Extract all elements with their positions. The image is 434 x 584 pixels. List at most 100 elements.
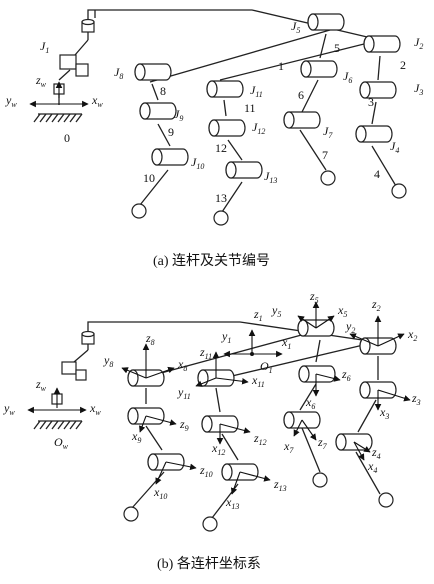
joint-j11: [206, 80, 244, 98]
label-link-4: 4: [374, 167, 380, 181]
label-joint-J2: J2: [414, 35, 423, 51]
label-frame-z12: z12: [253, 431, 267, 447]
label-frame-y11: y11: [177, 385, 191, 401]
label-link-9: 9: [168, 125, 174, 139]
ground-hatch-b: [33, 420, 83, 430]
label-frame-z5: z5: [309, 289, 319, 305]
label-frame-x12: x12: [211, 441, 225, 457]
joint-j9: [139, 102, 177, 120]
label-link-2: 2: [400, 58, 406, 72]
label-frame-x1: x1: [281, 335, 291, 351]
base-box-1: [59, 54, 77, 70]
label-joint-J13: J13: [264, 169, 277, 185]
frame-axes-b: [121, 301, 411, 495]
label-frame-z1: z1: [253, 307, 263, 323]
base-joint-cap: [81, 18, 95, 26]
label-o1: O1: [260, 359, 273, 375]
joint-j13: [225, 161, 263, 179]
label-xw-a: xw: [91, 93, 103, 109]
joint-j3: [359, 81, 397, 99]
label-link-11: 11: [244, 101, 256, 115]
legs-links-b: [131, 339, 381, 519]
label-frame-z9: z9: [179, 417, 189, 433]
label-link-13: 13: [215, 191, 227, 205]
label-joint-J11: J11: [250, 83, 263, 99]
label-frame-z13: z13: [273, 477, 287, 493]
label-yw-a: yw: [5, 93, 17, 109]
joint-j10: [151, 148, 189, 166]
label-frame-y8: y8: [103, 353, 113, 369]
base-box-1-b: [61, 361, 77, 375]
link-1-rear-b: [214, 341, 377, 381]
label-frame-x9: x9: [131, 429, 141, 445]
label-joint-J4: J4: [390, 139, 399, 155]
label-joint-J8: J8: [114, 65, 123, 81]
caption-b: (b) 各连杆坐标系: [157, 556, 261, 572]
label-frame-z8: z8: [145, 331, 155, 347]
label-joint-J7: J7: [323, 124, 333, 140]
label-joint-J12: J12: [252, 120, 265, 136]
panel-b: [27, 301, 411, 532]
label-joint-J9: J9: [174, 107, 183, 123]
label-joint-J6: J6: [343, 69, 352, 85]
ground-hatch: [33, 113, 83, 123]
label-frame-x11: x11: [251, 373, 265, 389]
joint-j2: [363, 35, 401, 53]
joint-j8: [134, 63, 172, 81]
label-zw-a: zw: [35, 73, 47, 89]
label-frame-z4: z4: [371, 445, 381, 461]
label-link-8: 8: [160, 84, 166, 98]
caption-a: (a) 连杆及关节编号: [153, 253, 270, 269]
label-j1: J1: [40, 39, 49, 55]
label-frame-x10: x10: [153, 485, 167, 501]
label-joint-J10: J10: [191, 155, 204, 171]
foot-leg3-b: [123, 506, 139, 522]
foot-leg2-b: [378, 492, 394, 508]
base-joint-cap-b: [81, 330, 95, 338]
label-link-6: 6: [298, 88, 304, 102]
label-frame-x4: x4: [367, 459, 377, 475]
label-frame-z2: z2: [371, 297, 381, 313]
label-joint-J5: J5: [291, 19, 300, 35]
foot-leg1-a: [320, 170, 336, 186]
joint-j4: [355, 125, 393, 143]
panel-a: [29, 9, 407, 226]
label-frame-x5: x5: [337, 303, 347, 319]
joint-j6: [300, 60, 338, 78]
label-xw-b: xw: [89, 401, 101, 417]
link-1-rear: [219, 39, 381, 81]
base-box-2: [75, 63, 89, 77]
legs-links-a: [139, 33, 397, 213]
label-zw-b: zw: [35, 377, 47, 393]
foot-leg4-b: [202, 516, 218, 532]
foot-leg4-a: [213, 210, 229, 226]
label-frame-x7: x7: [283, 439, 294, 455]
base-box-2-b: [75, 369, 87, 381]
label-frame-y1: y1: [221, 329, 231, 345]
label-link-3: 3: [368, 95, 374, 109]
label-frame-z10: z10: [199, 463, 213, 479]
label-frame-y5: y5: [271, 303, 281, 319]
label-link-12: 12: [215, 141, 227, 155]
label-frame-z7: z7: [317, 435, 328, 451]
label-frame-y2: y2: [345, 319, 355, 335]
foot-leg2-a: [391, 183, 407, 199]
label-frame-z3: z3: [411, 391, 421, 407]
label-link-10: 10: [143, 171, 155, 185]
label-yw-b: yw: [3, 401, 15, 417]
foot-leg1-b: [312, 472, 328, 488]
label-frame-x3: x3: [379, 405, 389, 421]
label-ow: Ow: [54, 435, 69, 451]
base-link-b: [73, 349, 89, 363]
label-joint-J3: J3: [414, 81, 423, 97]
foot-leg3-a: [131, 203, 147, 219]
joint-j7: [283, 111, 321, 129]
label-frame-z6: z6: [341, 367, 351, 383]
label-frame-x13: x13: [225, 495, 239, 511]
joint-j5: [307, 13, 345, 31]
label-frame-x2: x2: [407, 327, 417, 343]
label-link-5: 5: [334, 41, 340, 55]
link-1-line: [149, 29, 331, 83]
